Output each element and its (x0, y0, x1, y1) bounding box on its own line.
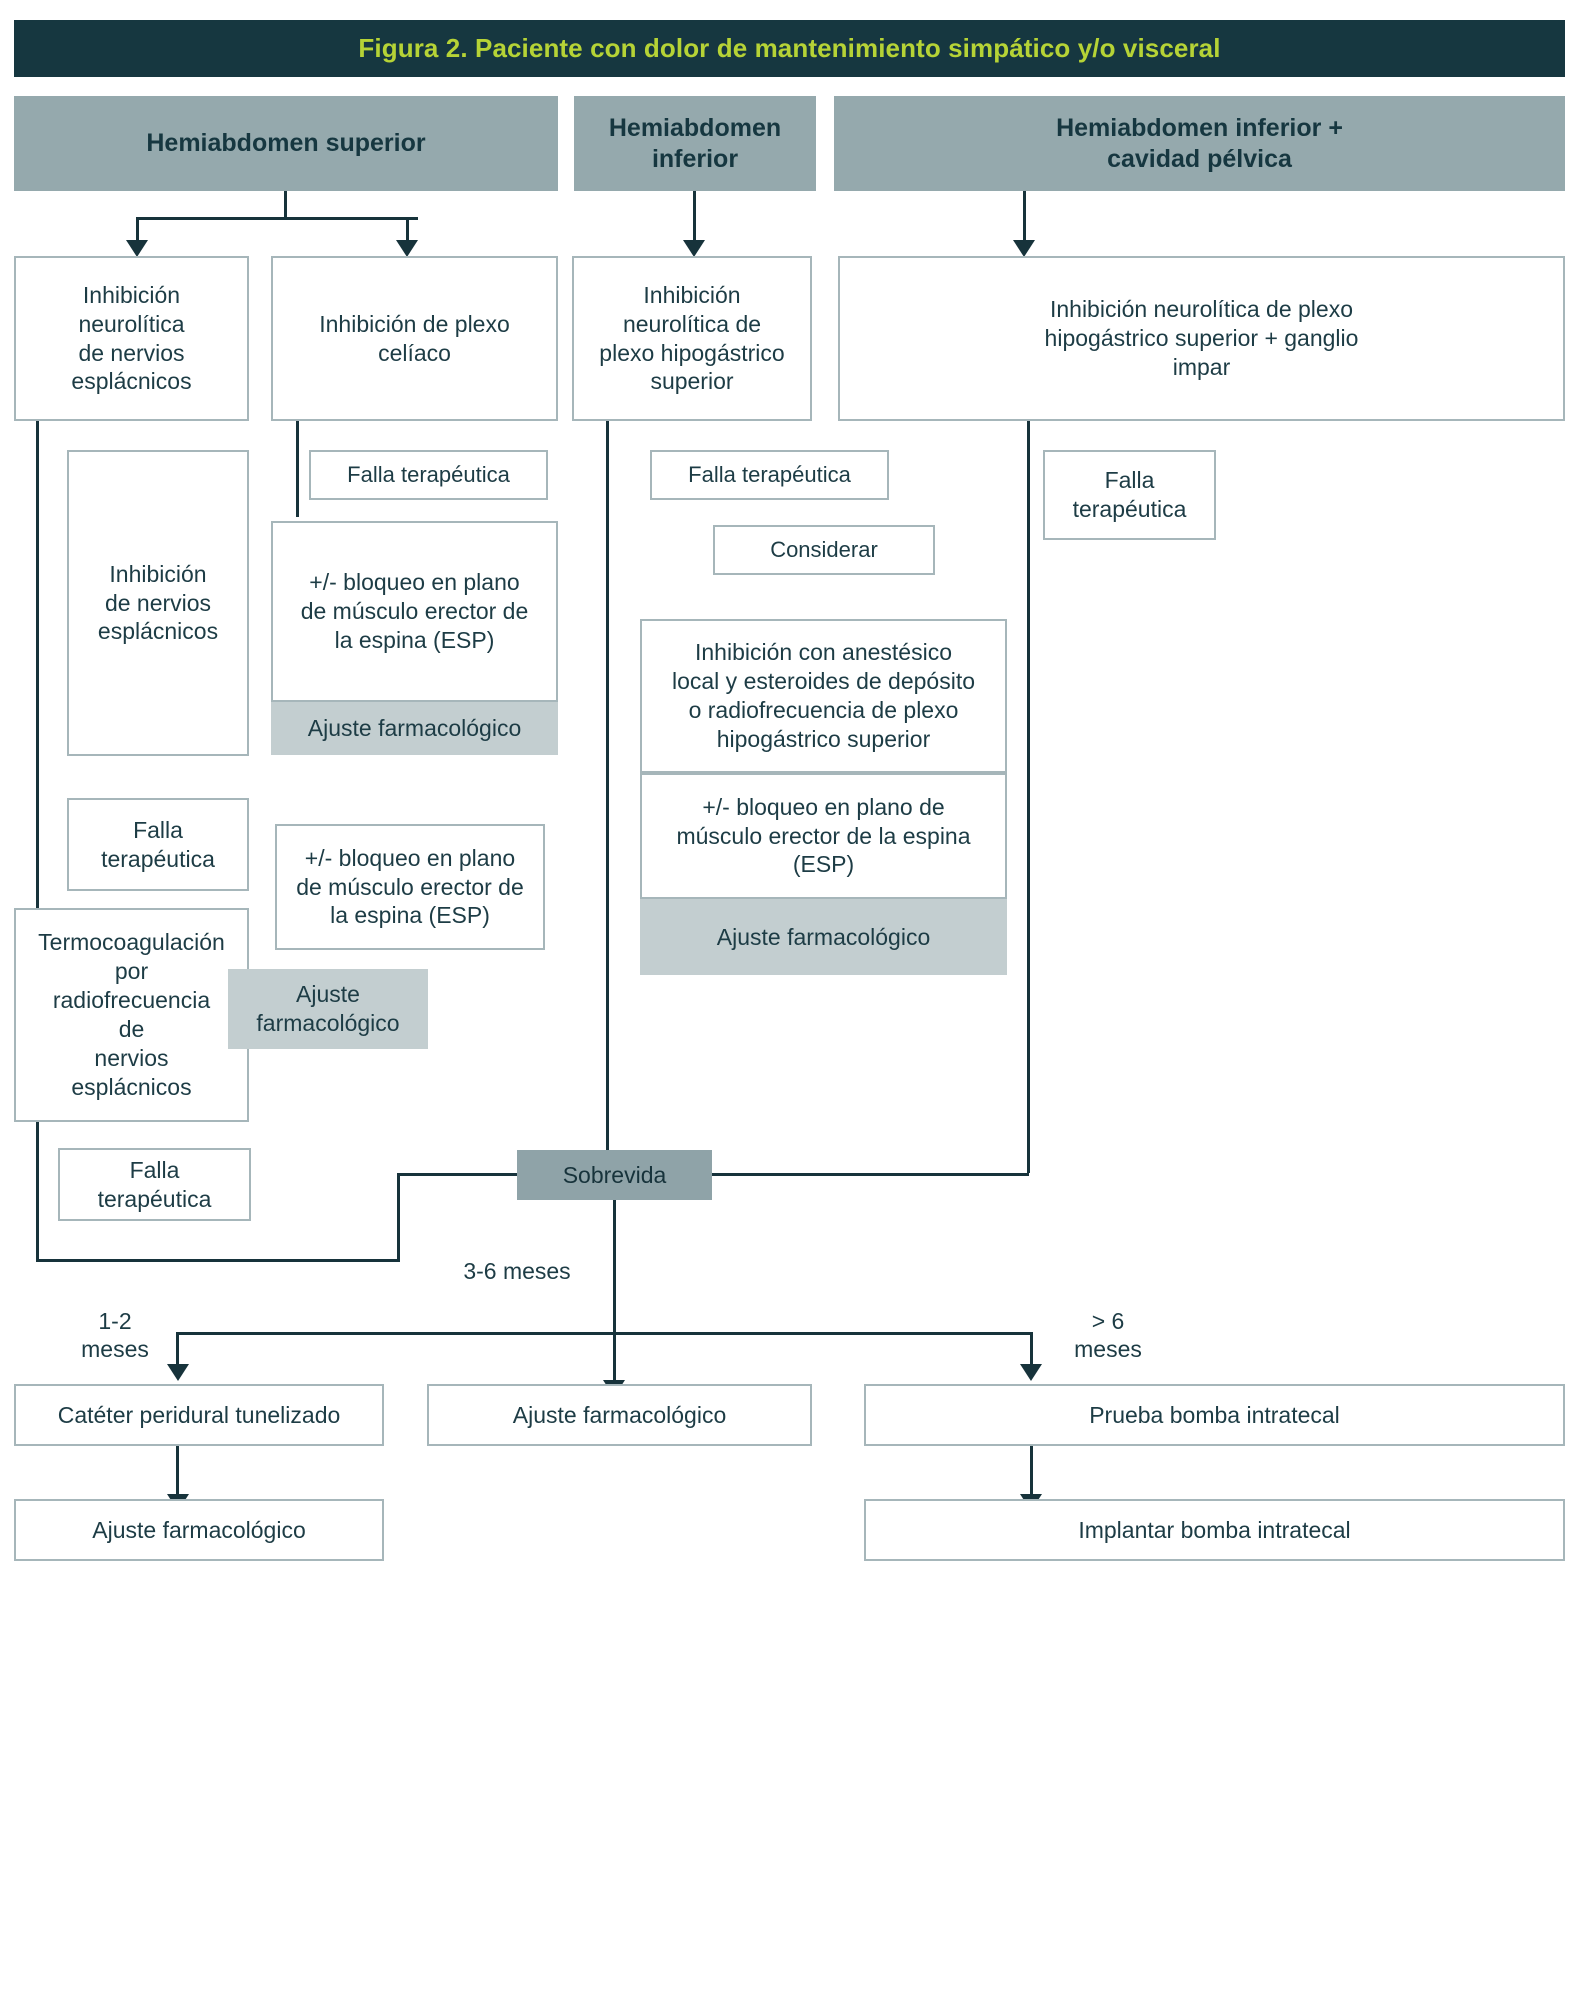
connector-branchB-spine (296, 421, 299, 517)
arrow-col1-left (126, 240, 148, 257)
connector-col1-stem (284, 191, 287, 219)
node-esp-bloqueo-branchB-2[interactable]: +/- bloqueo en plano de músculo erector … (275, 824, 545, 950)
connector-col1-left-drop (136, 217, 139, 242)
arrow-bottom-left (167, 1364, 189, 1381)
node-cateter-peridural-tunelizado[interactable]: Catéter peridural tunelizado (14, 1384, 384, 1446)
arrow-bottom-right (1020, 1364, 1042, 1381)
connector-col2-stem (693, 191, 696, 242)
connector-branchA-spine (36, 421, 39, 1262)
column-header-inferior-line2: inferior (651, 144, 739, 173)
node-ajuste-farmacologico-col2[interactable]: Ajuste farmacológico (640, 899, 1007, 975)
node-ajuste-farmacologico-bottom-center[interactable]: Ajuste farmacológico (427, 1384, 812, 1446)
node-falla-terapeutica-branchA-2[interactable]: Falla terapéutica (58, 1148, 251, 1221)
connector-col1-bus (136, 217, 418, 220)
connector-branchA-riser (397, 1175, 400, 1262)
arrow-col2 (683, 240, 705, 257)
edge-label-3-6-meses: 3-6 meses (463, 1257, 571, 1284)
connector-sobrevida-trunk (613, 1200, 616, 1385)
node-esp-bloqueo-branchB-1[interactable]: +/- bloqueo en plano de músculo erector … (271, 521, 558, 702)
connector-bottom-right-drop (1030, 1332, 1033, 1368)
node-esp-bloqueo-col2[interactable]: +/- bloqueo en plano de músculo erector … (640, 773, 1007, 899)
connector-col1-right-drop (406, 217, 409, 242)
column-header-inferior-line1: Hemiabdomen (608, 114, 782, 142)
node-inhibicion-anestesico-local-esteroides[interactable]: Inhibición con anestésico local y estero… (640, 619, 1007, 773)
node-ajuste-farmacologico-branchB-2[interactable]: Ajuste farmacológico (228, 969, 428, 1049)
node-inhibicion-neurolitica-plexo-hipogastrico-ganglio-impar[interactable]: Inhibición neurolítica de plexo hipogást… (838, 256, 1565, 421)
connector-cateter-down (176, 1446, 179, 1501)
connector-col3-stem (1023, 191, 1026, 242)
edge-label-1-2-meses: 1-2 meses (81, 1307, 149, 1362)
node-inhibicion-neurolitica-nervios-esplacnicos[interactable]: Inhibición neurolítica de nervios esplác… (14, 256, 249, 421)
node-ajuste-farmacologico-branchB-1[interactable]: Ajuste farmacológico (271, 702, 558, 755)
node-implantar-bomba-intratecal[interactable]: Implantar bomba intratecal (864, 1499, 1565, 1561)
connector-branchA-bottom-h (36, 1259, 400, 1262)
connector-col3-to-sobrevida (712, 1173, 1029, 1176)
node-falla-terapeutica-col2[interactable]: Falla terapéutica (650, 450, 889, 500)
connector-col2-spine (606, 421, 609, 1166)
node-considerar[interactable]: Considerar (713, 525, 935, 575)
node-falla-terapeutica-branchB-1[interactable]: Falla terapéutica (309, 450, 548, 500)
node-inhibicion-nervios-esplacnicos[interactable]: Inhibición de nervios esplácnicos (67, 450, 249, 756)
column-header-hemiabdomen-inferior: Hemiabdomen inferior (574, 96, 816, 191)
connector-col3-spine (1027, 421, 1030, 1173)
arrow-col1-right (396, 240, 418, 257)
node-ajuste-farmacologico-bottom-left[interactable]: Ajuste farmacológico (14, 1499, 384, 1561)
node-inhibicion-neurolitica-plexo-hipogastrico-superior[interactable]: Inhibición neurolítica de plexo hipogást… (572, 256, 812, 421)
column-header-pelvica-line1: Hemiabdomen inferior + (1056, 114, 1343, 142)
column-header-pelvica-line2: cavidad pélvica (1107, 144, 1292, 173)
node-falla-terapeutica-branchA-1[interactable]: Falla terapéutica (67, 798, 249, 891)
connector-branchA-to-sobrevida (397, 1173, 517, 1176)
arrow-col3 (1013, 240, 1035, 257)
column-header-hemiabdomen-inferior-pelvica: Hemiabdomen inferior + cavidad pélvica (834, 96, 1565, 191)
node-termocoagulacion-radiofrecuencia[interactable]: Termocoagulación por radiofrecuencia de … (14, 908, 249, 1122)
figure-title: Figura 2. Paciente con dolor de mantenim… (14, 20, 1565, 77)
node-prueba-bomba-intratecal[interactable]: Prueba bomba intratecal (864, 1384, 1565, 1446)
node-falla-terapeutica-col3[interactable]: Falla terapéutica (1043, 450, 1216, 540)
connector-bottom-left-drop (176, 1332, 179, 1368)
connector-bottom-bus (176, 1332, 1033, 1335)
connector-prueba-down (1030, 1446, 1033, 1501)
column-header-hemiabdomen-superior: Hemiabdomen superior (14, 96, 558, 191)
node-inhibicion-plexo-celiaco[interactable]: Inhibición de plexo celíaco (271, 256, 558, 421)
edge-label-mayor-6-meses: > 6 meses (1074, 1307, 1142, 1362)
node-sobrevida[interactable]: Sobrevida (517, 1150, 712, 1200)
